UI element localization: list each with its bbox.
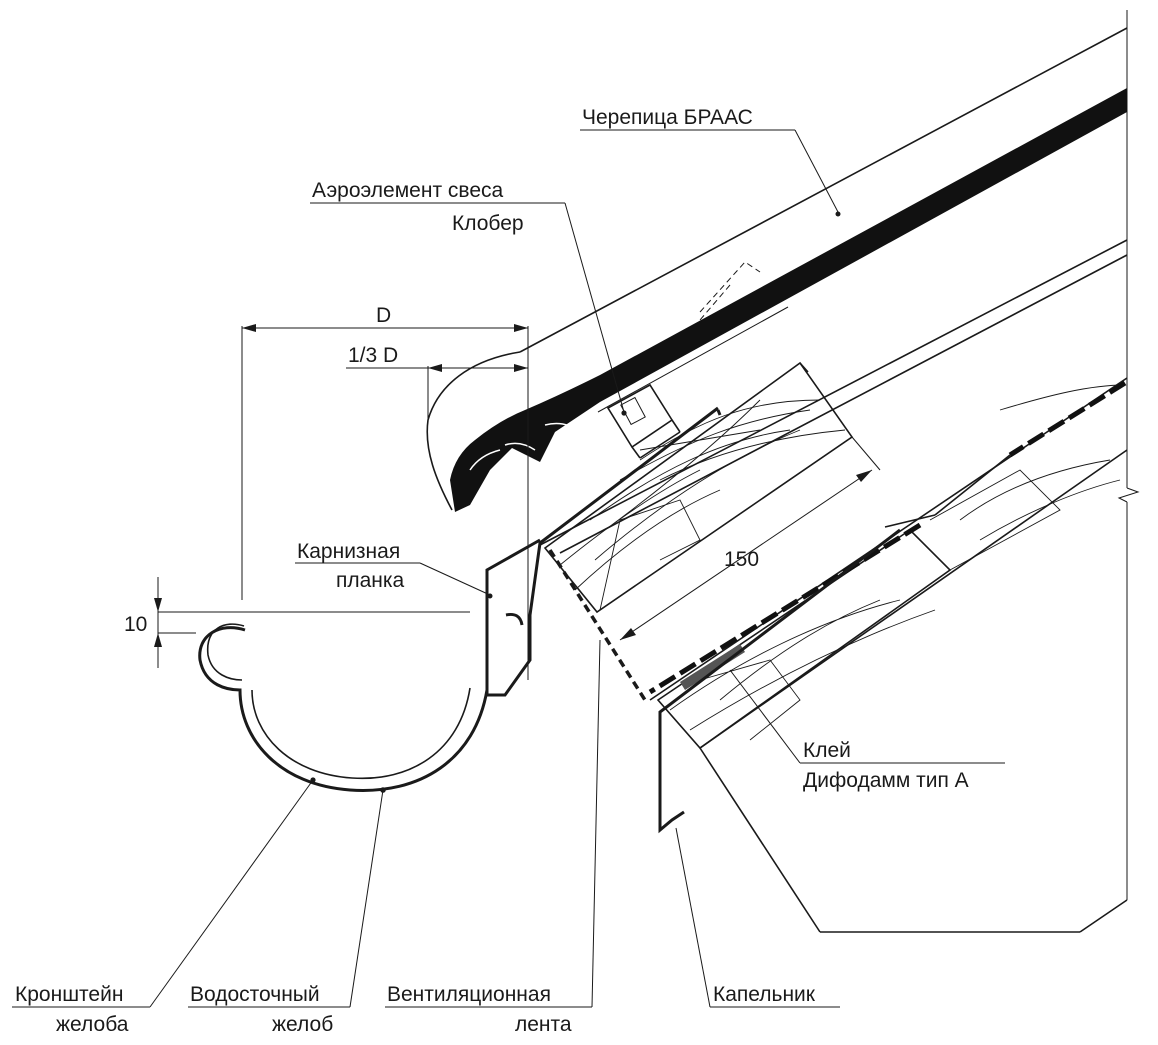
label-eaves-line1: Карнизная	[297, 540, 400, 563]
label-bracket-line1: Кронштейн	[15, 983, 123, 1006]
label-gutter-line2: желоб	[272, 1013, 333, 1036]
aero-element-clip	[606, 383, 681, 459]
roof-tile	[426, 27, 1128, 512]
dimension-10	[154, 577, 470, 668]
label-drip: Капельник	[713, 983, 816, 1006]
ventilation-tape	[548, 549, 647, 701]
label-vent-line1: Вентиляционная	[387, 983, 551, 1006]
dimension-d	[241, 324, 529, 680]
label-eaves-line2: планка	[336, 569, 405, 592]
label-glue-line1: Клей	[803, 739, 851, 762]
label-tile: Черепица БРААС	[582, 106, 753, 129]
gutter	[198, 623, 489, 793]
leader-lines	[12, 129, 1005, 1008]
label-aero-line2: Клобер	[452, 212, 524, 235]
eaves-flashing	[485, 406, 722, 697]
wall-edge	[1117, 10, 1140, 900]
dim-label-150: 150	[724, 548, 759, 571]
rafter-stack	[539, 239, 1128, 750]
label-vent-line2: лента	[515, 1013, 572, 1036]
drip-edge	[658, 528, 1128, 933]
label-bracket-line2: желоба	[56, 1013, 129, 1036]
dimension-third-d	[346, 364, 528, 420]
dim-label-third-d: 1/3 D	[348, 344, 398, 367]
dimension-150	[619, 436, 881, 641]
label-gutter-line1: Водосточный	[190, 983, 320, 1006]
label-glue-line2: Дифодамм тип А	[803, 769, 969, 792]
dim-label-10: 10	[124, 613, 147, 636]
dim-label-d: D	[376, 304, 391, 327]
label-aero-line1: Аэроэлемент свеса	[312, 179, 503, 202]
